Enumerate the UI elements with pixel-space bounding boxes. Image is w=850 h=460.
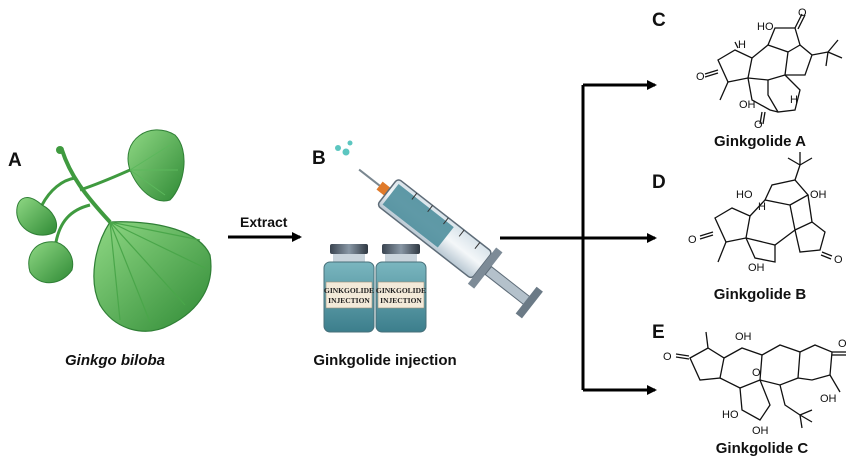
atom-label: HO (722, 409, 739, 421)
panel-letter-a: A (8, 150, 22, 171)
structure-ginkgolide-b (699, 152, 833, 263)
atom-label: O (688, 234, 697, 246)
atom-label: O (798, 7, 807, 19)
atom-label: OH (752, 425, 769, 437)
atom-label: O (754, 119, 763, 131)
panel-letter-c: C (652, 10, 666, 31)
atom-label: OH (735, 331, 752, 343)
vial-left-label-line1: GINKGOLIDE (324, 286, 374, 295)
atom-label: OH (739, 99, 756, 111)
vial-right-label-line1: GINKGOLIDE (376, 286, 426, 295)
atom-label: H (758, 201, 766, 213)
atom-label: O (838, 338, 847, 350)
vial-right (375, 244, 427, 333)
atom-label: H (790, 94, 798, 106)
atom-label: HO (757, 21, 774, 33)
syringe (358, 168, 543, 319)
structure-ginkgolide-a (704, 13, 843, 125)
caption-ginkgolide-c: Ginkgolide C (715, 440, 809, 457)
caption-ginkgo-biloba: Ginkgo biloba (65, 352, 165, 369)
vial-left-label-line2: INJECTION (328, 296, 370, 305)
extract-label: Extract (240, 214, 288, 230)
vial-left (323, 244, 375, 333)
atom-label: OH (820, 393, 837, 405)
atom-label: O (663, 351, 672, 363)
atom-label: OH (748, 262, 765, 274)
caption-ginkgolide-injection: Ginkgolide injection (313, 352, 457, 369)
ginkgo-leaves-illustration (16, 129, 212, 332)
structure-ginkgolide-c-labels: OH O O HO OH OH O (663, 331, 847, 437)
vial-right-label-line2: INJECTION (380, 296, 422, 305)
branch-arrows (500, 80, 657, 395)
panel-letter-e: E (652, 322, 665, 343)
atom-label: HO (736, 189, 753, 201)
panel-letter-b: B (312, 148, 326, 169)
atom-label: OH (810, 189, 827, 201)
caption-ginkgolide-b: Ginkgolide B (713, 286, 807, 303)
atom-label: O (752, 367, 761, 379)
structure-ginkgolide-a-labels: HO O O OH O H H (696, 7, 807, 131)
droplets (335, 140, 353, 156)
structure-ginkgolide-b-labels: HO OH O OH O H (688, 189, 843, 274)
atom-label: O (696, 71, 705, 83)
atom-label: H (738, 39, 746, 51)
atom-label: O (834, 254, 843, 266)
structure-ginkgolide-c (675, 331, 846, 429)
panel-letter-d: D (652, 172, 666, 193)
caption-ginkgolide-a: Ginkgolide A (714, 133, 806, 150)
